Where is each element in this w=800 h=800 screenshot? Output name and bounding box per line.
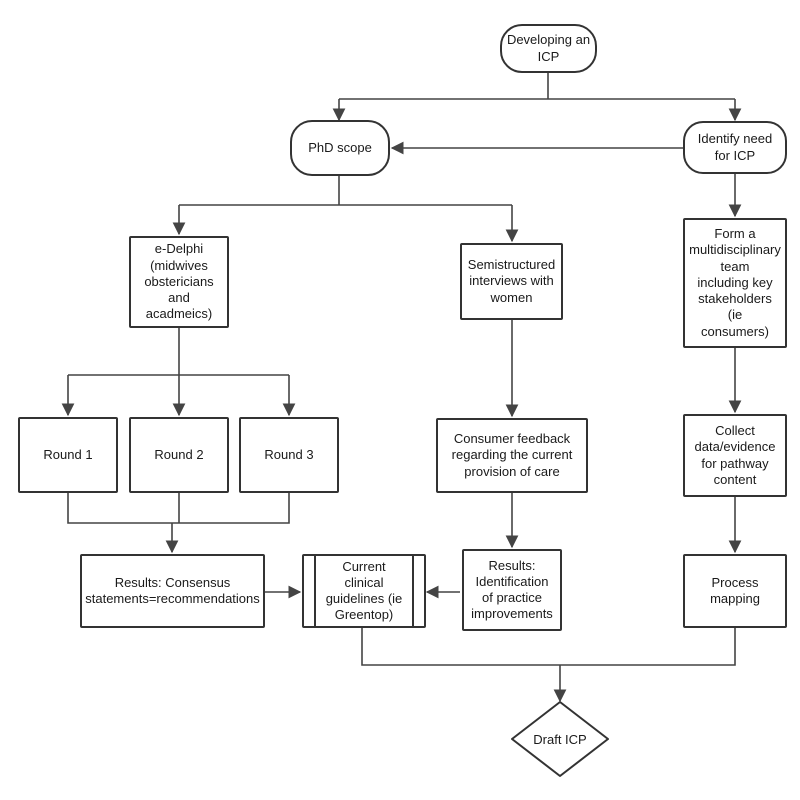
node-collect-data: Collect data/evidence for pathway conten… xyxy=(683,414,787,497)
node-round-1-label: Round 1 xyxy=(43,446,93,462)
node-results-identification-label: Results: Identification of practice impr… xyxy=(471,557,553,622)
node-round-2: Round 2 xyxy=(129,417,229,493)
node-identify-need: Identify need for ICP xyxy=(683,121,787,174)
node-developing-icp-label: Developing an ICP xyxy=(506,32,591,64)
connector-developing-split xyxy=(339,73,735,100)
node-round-2-label: Round 2 xyxy=(154,446,204,462)
node-round-3-label: Round 3 xyxy=(264,446,314,462)
connector-rounds-merge xyxy=(67,493,290,524)
connector-to-draft-merge xyxy=(361,628,736,666)
node-consumer-feedback-label: Consumer feedback regarding the current … xyxy=(451,431,573,479)
node-identify-need-label: Identify need for ICP xyxy=(697,131,773,163)
node-current-guidelines: Current clinical guidelines (ie Greentop… xyxy=(302,554,426,628)
node-collect-data-label: Collect data/evidence for pathway conten… xyxy=(694,423,776,487)
node-results-consensus-label: Results: Consensus statements=recommenda… xyxy=(85,574,260,606)
node-results-identification: Results: Identification of practice impr… xyxy=(462,549,562,631)
connector-edelphi-split xyxy=(68,328,289,376)
node-developing-icp: Developing an ICP xyxy=(500,24,597,73)
node-process-mapping: Process mapping xyxy=(683,554,787,628)
draft-icp-diamond xyxy=(511,701,609,777)
node-semistructured-label: Semistructured interviews with women xyxy=(467,257,556,305)
node-round-3: Round 3 xyxy=(239,417,339,493)
node-process-mapping-label: Process mapping xyxy=(710,574,760,606)
node-consumer-feedback: Consumer feedback regarding the current … xyxy=(436,418,588,493)
node-phd-scope: PhD scope xyxy=(290,120,390,176)
node-form-team: Form a multidisciplinary team including … xyxy=(683,218,787,348)
node-draft-icp: Draft ICP xyxy=(512,702,608,776)
node-e-delphi: e-Delphi (midwives obstericians and acad… xyxy=(129,236,229,328)
node-semistructured: Semistructured interviews with women xyxy=(460,243,563,320)
node-round-1: Round 1 xyxy=(18,417,118,493)
connector-phd-split xyxy=(179,176,512,206)
node-results-consensus: Results: Consensus statements=recommenda… xyxy=(80,554,265,628)
node-draft-icp-label: Draft ICP xyxy=(533,731,587,747)
node-e-delphi-label: e-Delphi (midwives obstericians and acad… xyxy=(144,241,214,322)
node-form-team-label: Form a multidisciplinary team including … xyxy=(689,226,781,339)
node-phd-scope-label: PhD scope xyxy=(308,139,372,155)
node-current-guidelines-label: Current clinical guidelines (ie Greentop… xyxy=(325,558,403,623)
